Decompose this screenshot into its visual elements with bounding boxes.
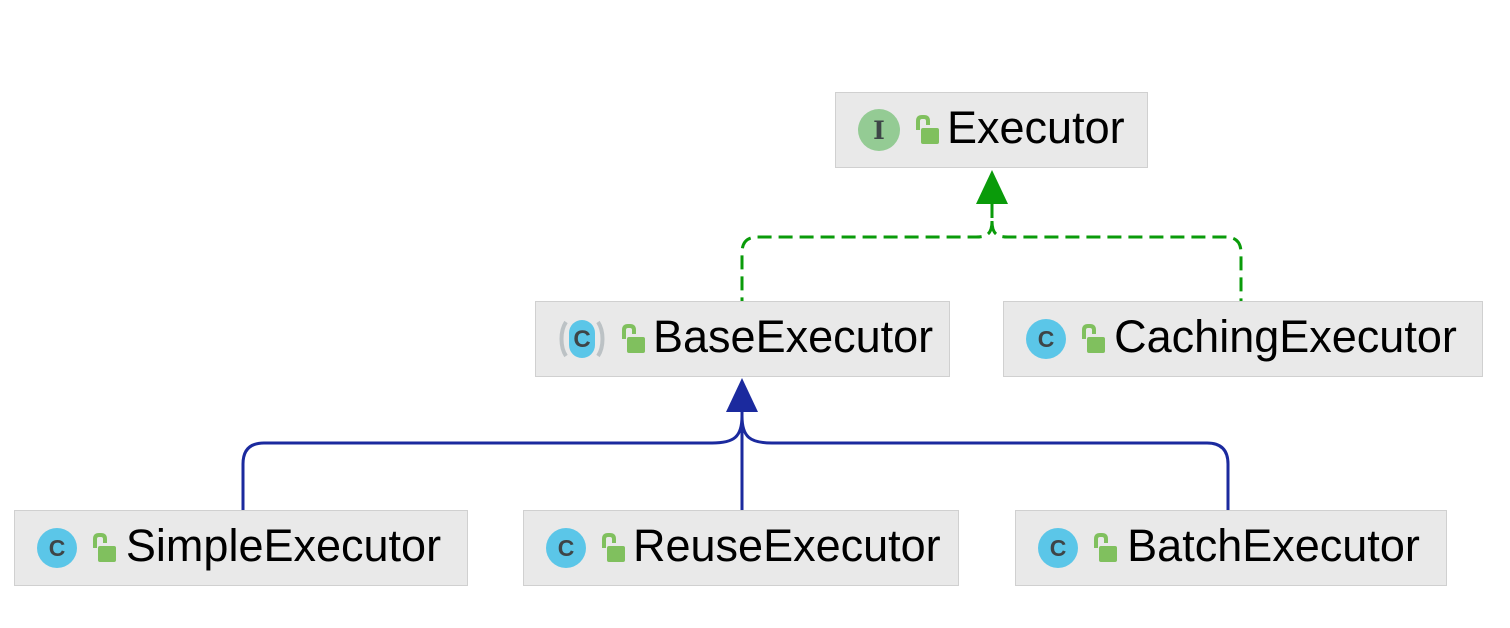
unlocked-icon <box>597 530 629 566</box>
class-icon: C <box>35 526 79 570</box>
abstract-class-icon: C <box>556 316 608 362</box>
class-icon: C <box>544 526 588 570</box>
node-label: ReuseExecutor <box>633 520 941 571</box>
svg-text:C: C <box>1038 326 1055 352</box>
interface-icon: I <box>856 107 902 153</box>
svg-text:C: C <box>558 535 575 561</box>
class-icon: C <box>1036 526 1080 570</box>
node-executor[interactable]: I Executor <box>835 92 1148 168</box>
node-label: SimpleExecutor <box>125 520 442 571</box>
svg-text:I: I <box>873 116 885 145</box>
inheritance-edge <box>241 378 1230 510</box>
svg-text:C: C <box>49 535 66 561</box>
unlocked-icon <box>911 112 943 148</box>
node-label: BatchExecutor <box>1127 520 1420 571</box>
node-label: CachingExecutor <box>1114 311 1457 362</box>
realization-arrowhead <box>976 170 1008 204</box>
node-label: BaseExecutor <box>653 311 934 362</box>
unlocked-icon <box>1089 530 1121 566</box>
node-cachingexecutor[interactable]: C CachingExecutor <box>1003 301 1483 377</box>
unlocked-icon <box>1077 321 1109 357</box>
realization-branch-baseexecutor <box>740 220 994 301</box>
node-simpleexecutor[interactable]: C SimpleExecutor <box>14 510 468 586</box>
unlocked-icon <box>88 530 120 566</box>
svg-text:C: C <box>573 326 590 353</box>
svg-text:C: C <box>1050 535 1067 561</box>
node-batchexecutor[interactable]: C BatchExecutor <box>1015 510 1447 586</box>
inheritance-arrowhead <box>726 378 758 412</box>
inheritance-branch-batchexecutor <box>740 415 1230 510</box>
node-label: Executor <box>947 102 1125 153</box>
unlocked-icon <box>617 321 649 357</box>
realization-edge <box>740 170 1243 301</box>
realization-branch-cachingexecutor <box>990 220 1243 301</box>
inheritance-branch-simpleexecutor <box>241 415 744 510</box>
node-reuseexecutor[interactable]: C ReuseExecutor <box>523 510 959 586</box>
node-baseexecutor[interactable]: C BaseExecutor <box>535 301 950 377</box>
class-icon: C <box>1024 317 1068 361</box>
